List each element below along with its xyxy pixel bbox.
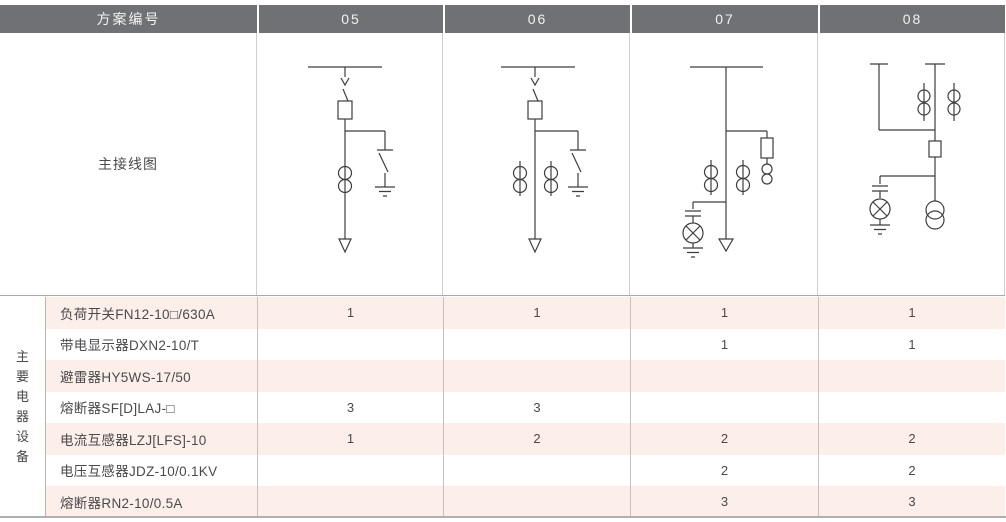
table-row: 熔断器SF[D]LAJ-□ 3 3: [46, 391, 1005, 423]
table-header-row: 方案编号 05 06 07 08: [0, 5, 1005, 33]
qty-scheme-07: 2: [630, 423, 818, 455]
scheme-no-header: 方案编号: [0, 5, 257, 33]
voltage-transformer-symbol: [761, 163, 773, 185]
qty-scheme-06: 1: [443, 297, 630, 329]
qty-scheme-05: 1: [257, 423, 443, 455]
feeder-arrow-symbol: [528, 238, 542, 254]
qty-scheme-07: [630, 360, 818, 392]
equipment-name: 熔断器RN2-10/0.5A: [60, 495, 183, 511]
connection-lines: [878, 64, 936, 201]
qty-scheme-08: 1: [818, 297, 1005, 329]
equipment-name: 负荷开关FN12-10□/630A: [60, 306, 216, 322]
qty-scheme-05: 1: [257, 297, 443, 329]
equipment-name: 熔断器SF[D]LAJ-□: [60, 401, 175, 417]
qty-scheme-07: 2: [630, 454, 818, 486]
equipment-name: 避雷器HY5WS-17/50: [60, 369, 191, 385]
qty-scheme-07: 1: [630, 328, 818, 360]
table-row: 避雷器HY5WS-17/50: [46, 360, 1005, 392]
qty-scheme-07: 1: [630, 297, 818, 329]
qty-scheme-06: [443, 454, 630, 486]
equipment-name: 电流互感器LZJ[LFS]-10: [60, 432, 207, 448]
ground-symbol: [870, 224, 890, 235]
equipment-name: 电压互感器JDZ-10/0.1KV: [60, 464, 218, 480]
qty-scheme-06: [443, 486, 630, 518]
scheme-header-05: 05: [257, 5, 443, 33]
table-row: 熔断器RN2-10/0.5A 3 3: [46, 486, 1005, 518]
qty-scheme-06: 2: [443, 423, 630, 455]
fuse-symbol: [527, 100, 543, 120]
main-wiring-diagram-row: 主接线图: [0, 33, 1005, 296]
load-switch-symbol: [340, 67, 350, 102]
current-transformer-symbol: [947, 83, 961, 121]
current-transformer-symbol: [543, 161, 559, 196]
live-display-symbol: [682, 201, 726, 258]
qty-scheme-05: [257, 486, 443, 518]
scheme-header-08: 08: [818, 5, 1005, 33]
current-transformer-symbol: [917, 83, 931, 121]
current-transformer-symbol: [512, 161, 528, 196]
table-row: 负荷开关FN12-10□/630A 1 1 1 1: [46, 297, 1005, 329]
table-row: 电压互感器JDZ-10/0.1KV 2 2: [46, 454, 1005, 486]
qty-scheme-06: [443, 328, 630, 360]
scheme-08-diagram: [869, 63, 961, 235]
capacitor-symbol: [872, 185, 888, 198]
earthing-switch-symbol: [345, 130, 395, 197]
scheme-05-diagram: [308, 66, 395, 254]
fuse-symbol: [337, 100, 353, 120]
scheme-07-diagram: [682, 66, 774, 258]
diagram-row-label: 主接线图: [0, 33, 257, 295]
feeder-arrow-symbol: [717, 238, 735, 253]
qty-scheme-05: [257, 328, 443, 360]
current-transformer-symbol: [703, 160, 719, 195]
live-display-symbol: [869, 175, 935, 235]
qty-scheme-08: 3: [818, 486, 1005, 518]
feeder-arrow-symbol: [338, 238, 352, 254]
qty-scheme-05: [257, 360, 443, 392]
qty-scheme-07: 3: [630, 486, 818, 518]
table-row: 电流互感器LZJ[LFS]-10 1 2 2 2: [46, 423, 1005, 455]
fuse-symbol: [928, 140, 942, 158]
ground-symbol: [683, 247, 703, 258]
qty-scheme-08: 2: [818, 454, 1005, 486]
qty-scheme-07: [630, 391, 818, 423]
equipment-vertical-label: 主要电器设备: [0, 297, 46, 518]
scheme-header-06: 06: [443, 5, 630, 33]
current-transformer-symbol: [735, 160, 751, 195]
capacitor-symbol: [685, 210, 701, 223]
scheme-header-07: 07: [630, 5, 818, 33]
qty-scheme-08: 1: [818, 328, 1005, 360]
scheme-05-diagram-cell: [257, 33, 443, 295]
equipment-rows: 负荷开关FN12-10□/630A 1 1 1 1 带电显示器DXN2-10/T…: [46, 297, 1005, 518]
qty-scheme-05: 3: [257, 391, 443, 423]
qty-scheme-08: [818, 360, 1005, 392]
qty-scheme-05: [257, 454, 443, 486]
load-switch-symbol: [530, 67, 540, 102]
qty-scheme-08: [818, 391, 1005, 423]
qty-scheme-08: 2: [818, 423, 1005, 455]
scheme-07-diagram-cell: [630, 33, 818, 295]
qty-scheme-06: 3: [443, 391, 630, 423]
equipment-name: 带电显示器DXN2-10/T: [60, 338, 200, 354]
current-transformer-symbol: [337, 165, 353, 194]
fuse-branch: [726, 130, 774, 164]
qty-scheme-06: [443, 360, 630, 392]
scheme-06-diagram-cell: [443, 33, 630, 295]
earthing-switch-symbol: [535, 130, 588, 197]
scheme-06-diagram: [501, 66, 588, 254]
scheme-08-diagram-cell: [818, 33, 1005, 295]
bottom-border-line: [0, 516, 1006, 518]
voltage-transformer-symbol: [925, 200, 945, 230]
table-row: 带电显示器DXN2-10/T 1 1: [46, 328, 1005, 360]
equipment-section: 主要电器设备 负荷开关FN12-10□/630A 1 1 1 1 带电显示器DX…: [0, 297, 1005, 518]
